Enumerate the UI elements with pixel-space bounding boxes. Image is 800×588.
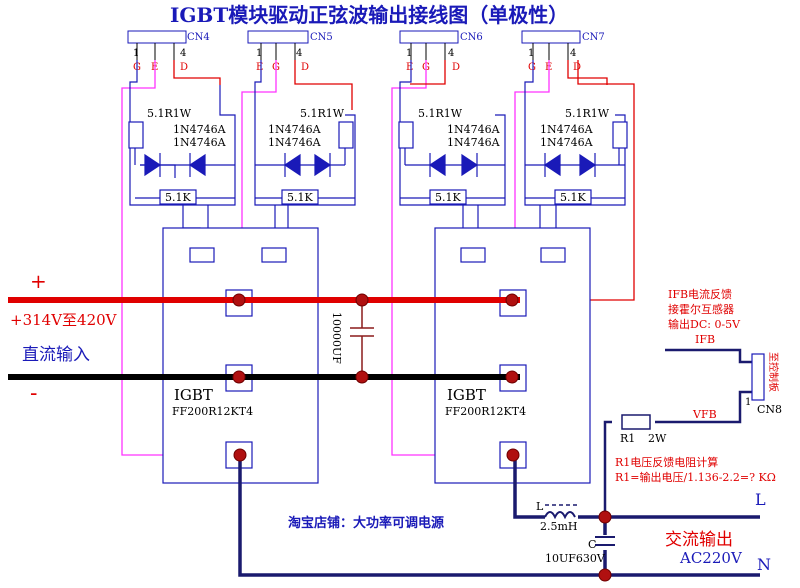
connector-cn6: CN6 1 E G D 4 [399, 30, 483, 73]
gate-resistor-label: 5.1R1W [565, 107, 610, 120]
connector-label: CN5 [310, 32, 333, 43]
pin-label: E [256, 62, 263, 73]
filter-inductor [544, 511, 576, 520]
filter-capacitor [595, 536, 615, 546]
r1-label: R1 [620, 432, 635, 445]
zener-label: 1N4746A [173, 136, 227, 149]
r1-power-label: 2W [648, 432, 667, 445]
driver-labels: 5.1R1W 1N4746A 1N4746A 5.1K 5.1R1W 1N474… [147, 107, 610, 204]
bus-capacitor [350, 300, 374, 377]
ac-l-label: L [755, 490, 766, 509]
zener-label: 1N4746A [540, 136, 594, 149]
ac-n-label: N [757, 555, 771, 574]
pin-label: D [573, 62, 581, 73]
vfb-label: VFB [692, 408, 717, 421]
filter-cap-letter: C [588, 538, 596, 551]
positive-sign: + [30, 269, 47, 293]
zener-label: 1N4746A [173, 123, 227, 136]
zener-label: 1N4746A [268, 123, 322, 136]
gate-resistor-label: 5.1R1W [300, 107, 345, 120]
driver-block-4 [524, 60, 628, 206]
junction-nodes [232, 293, 612, 582]
inductor-value: 2.5mH [540, 520, 578, 533]
pin-label: D [180, 62, 188, 73]
bus-capacitor-label: 10000UF [330, 312, 343, 364]
driver-block-2 [254, 60, 356, 206]
pin-label: G [528, 62, 536, 73]
connector-cn8 [751, 353, 765, 401]
dc-voltage-label: +314V至420V [10, 311, 118, 329]
gate-resistor-label: 5.1R1W [147, 107, 192, 120]
junction-node [232, 370, 246, 384]
junction-node [598, 510, 612, 524]
feedback-wires [603, 348, 752, 517]
pin-label: 4 [448, 48, 454, 59]
junction-node [355, 293, 369, 307]
ac-voltage-label: AC220V [679, 549, 743, 567]
junction-node [355, 370, 369, 384]
r1-calc-title: R1电压反馈电阻计算 [615, 455, 718, 469]
pin-label: 4 [570, 48, 576, 59]
cn8-label: CN8 [757, 403, 782, 416]
pin-label: 1 [528, 48, 534, 59]
zener-label: 1N4746A [447, 136, 501, 149]
pulldown-label: 5.1K [435, 191, 461, 204]
pin-label: 1 [133, 48, 139, 59]
pin-label: D [452, 62, 460, 73]
connector-label: CN7 [582, 32, 605, 43]
ifb-line2: 接霍尔互感器 [668, 303, 734, 316]
pin-label: D [301, 62, 309, 73]
pin-label: 1 [406, 48, 412, 59]
pulldown-label: 5.1K [287, 191, 313, 204]
feedback-resistor-r1 [621, 414, 651, 430]
ac-output-label: 交流输出 [665, 530, 733, 550]
junction-node [232, 293, 246, 307]
zener-label: 1N4746A [268, 136, 322, 149]
zener-label: 1N4746A [540, 123, 594, 136]
driver-block-3 [398, 60, 506, 206]
pin-label: E [406, 62, 413, 73]
igbt-label: IGBT [174, 386, 213, 404]
to-board-label: 至控制板 [767, 352, 780, 392]
filter-cap-value: 10UF630V [545, 552, 606, 565]
ifb-title: IFB电流反馈 [668, 287, 732, 301]
igbt-part-number: FF200R12KT4 [445, 405, 526, 418]
ifb-label: IFB [695, 333, 715, 346]
junction-node [233, 448, 247, 462]
junction-node [505, 370, 519, 384]
zener-label: 1N4746A [447, 123, 501, 136]
inductor-letter: L [536, 500, 544, 513]
ifb-line3: 输出DC: 0-5V [668, 317, 741, 331]
connector-label: CN6 [460, 32, 483, 43]
junction-node [505, 293, 519, 307]
pin-label: 1 [256, 48, 262, 59]
connector-pin-stubs [136, 43, 569, 60]
minus-sign: - [30, 381, 37, 406]
diagram-title: IGBT模块驱动正弦波输出接线图（单极性） [170, 3, 568, 27]
red-wires [173, 60, 635, 301]
connector-cn5: CN5 1 E G D 4 [247, 30, 333, 73]
connector-cn4: CN4 1 G E D 4 [127, 30, 210, 73]
connector-label: CN4 [187, 32, 210, 43]
pulldown-label: 5.1K [560, 191, 586, 204]
junction-node [598, 568, 612, 582]
dc-input-label: 直流输入 [22, 345, 90, 365]
cn8-pin1: 1 [745, 397, 751, 408]
igbt-label: IGBT [447, 386, 486, 404]
pin-label: 4 [180, 48, 186, 59]
r1-calc-formula: R1=输出电压/1.136-2.2=? KΩ [615, 470, 776, 484]
pulldown-label: 5.1K [165, 191, 191, 204]
pin-label: 4 [296, 48, 302, 59]
shop-label: 淘宝店铺：大功率可调电源 [288, 515, 444, 531]
junction-node [506, 448, 520, 462]
igbt-module-2 [434, 227, 591, 484]
igbt-module-1 [162, 227, 319, 484]
gate-resistor-label: 5.1R1W [418, 107, 463, 120]
igbt-part-number: FF200R12KT4 [172, 405, 253, 418]
connector-cn7: CN7 1 G E D 4 [521, 30, 605, 73]
